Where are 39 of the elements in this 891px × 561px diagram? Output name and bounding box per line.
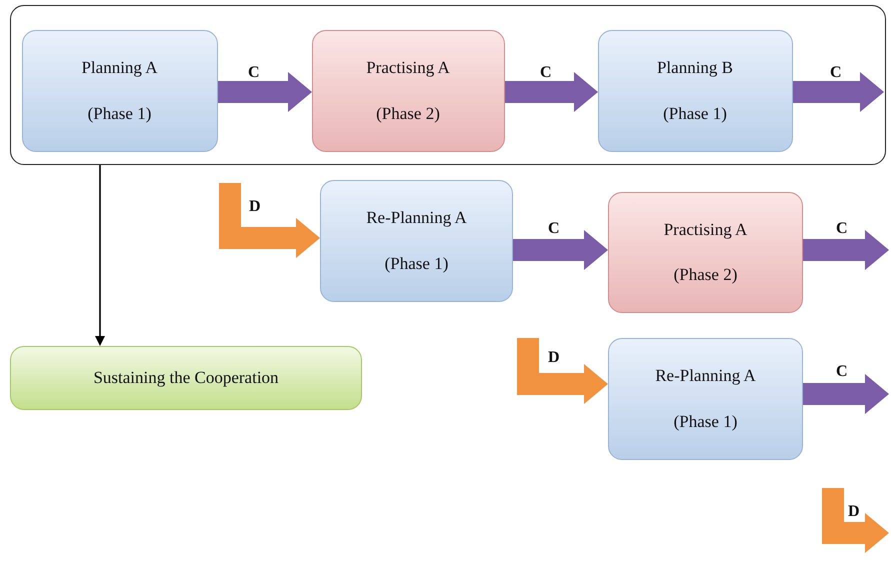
block-arrow (219, 183, 320, 258)
block-arrow (513, 230, 608, 270)
process-box (608, 338, 803, 460)
edge-label: C (830, 64, 842, 82)
box-text: Sustaining the Cooperation (93, 368, 279, 388)
group-frame (10, 5, 886, 165)
edge-label: C (836, 220, 848, 238)
block-arrow (218, 72, 312, 112)
box-text: (Phase 2) (674, 265, 738, 286)
arrow-label: D (848, 503, 860, 521)
block-arrow (793, 72, 884, 112)
box-text: Re-Planning A (366, 208, 467, 228)
box-text: Planning A (81, 58, 158, 78)
process-box (320, 180, 513, 302)
box-text: Planning B (656, 58, 734, 78)
arrow (95, 165, 105, 346)
box-text: Practising A (664, 220, 748, 240)
block-arrow (803, 230, 889, 270)
edge-label: C (540, 64, 552, 82)
block-arrow (517, 338, 608, 404)
box-text: (Phase 1) (384, 254, 448, 274)
block-arrow (803, 374, 889, 414)
edge-label: D (548, 349, 560, 367)
box-text: (Phase 1) (663, 104, 727, 124)
box-text: (Phase 1) (674, 412, 738, 432)
edge-label: D (249, 198, 261, 216)
process-box (608, 192, 803, 313)
process-box (10, 346, 362, 410)
box-text: (Phase 2) (376, 104, 440, 124)
process-box (22, 30, 218, 152)
process-box (312, 30, 504, 152)
edge-label: C (548, 220, 560, 238)
box-text: Practising A (366, 58, 450, 78)
box-text: (Phase 1) (88, 104, 152, 124)
block-arrow (505, 72, 598, 112)
process-box (598, 30, 792, 152)
box-text: Re-Planning A (655, 366, 756, 386)
edge-label: C (248, 64, 260, 82)
edge-label: C (836, 363, 848, 381)
